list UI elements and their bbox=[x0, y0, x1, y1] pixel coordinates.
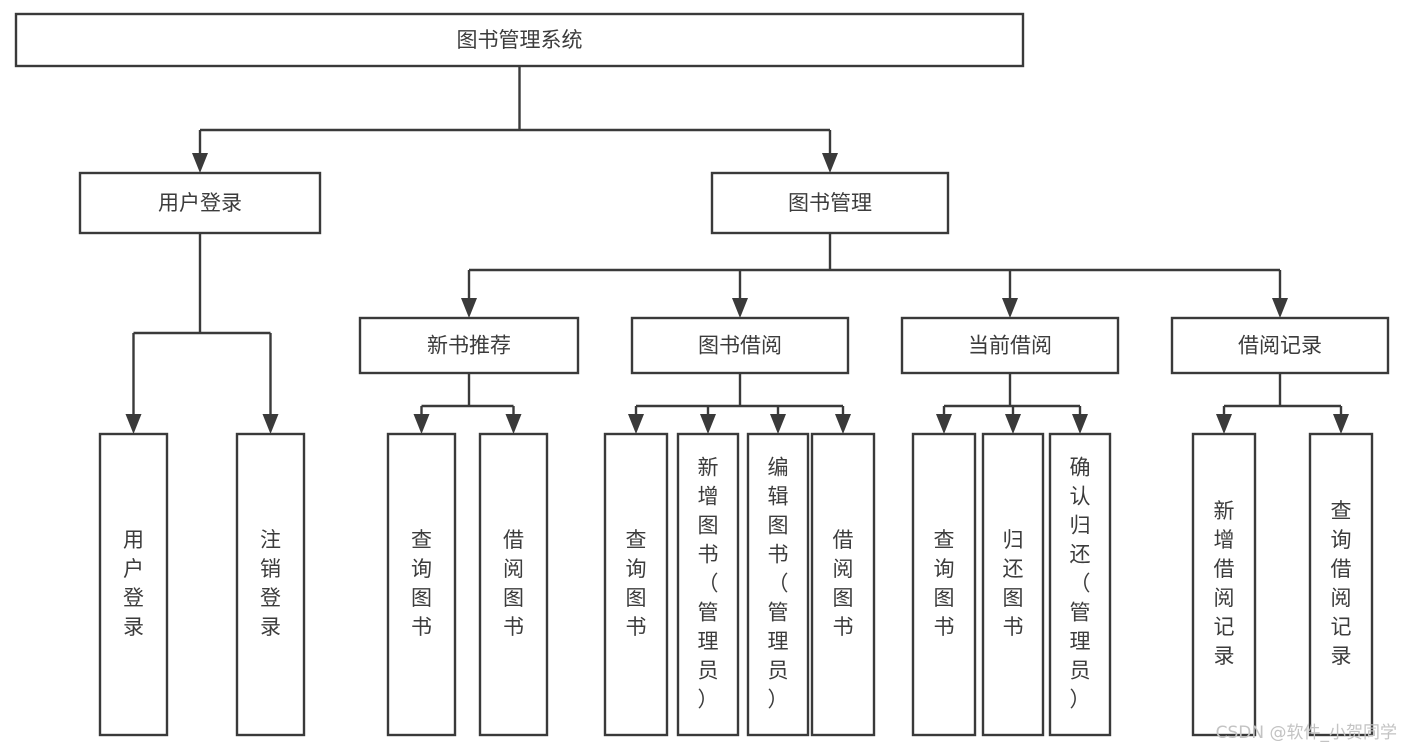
node-box-l-querybook2[interactable] bbox=[603, 432, 669, 737]
node-label-l-addlog: 新增借阅记录 bbox=[1214, 499, 1235, 668]
node-box-l-confirm[interactable] bbox=[1048, 432, 1112, 737]
node-login[interactable]: 用户登录 bbox=[78, 171, 322, 235]
edge-group-g-root bbox=[192, 66, 838, 173]
arrow-head-icon bbox=[413, 414, 430, 434]
arrow-head-icon bbox=[628, 414, 644, 434]
node-label-l-userlogin: 用户登录 bbox=[123, 528, 144, 639]
node-box-newbook[interactable] bbox=[358, 316, 580, 375]
node-l-userlogin[interactable]: 用户登录 bbox=[98, 432, 169, 737]
arrow-head-icon bbox=[1272, 298, 1288, 318]
nodes-layer: 图书管理系统用户登录图书管理新书推荐图书借阅当前借阅借阅记录用户登录注销登录查询… bbox=[14, 12, 1390, 737]
arrow-head-icon bbox=[1072, 414, 1088, 434]
node-label-l-addbook: 新增图书（管理员） bbox=[698, 456, 719, 712]
node-box-l-borrowbook2[interactable] bbox=[810, 432, 876, 737]
arrow-head-icon bbox=[461, 298, 477, 318]
arrow-head-icon bbox=[1333, 414, 1349, 434]
node-root[interactable]: 图书管理系统 bbox=[14, 12, 1025, 68]
arrow-head-icon bbox=[700, 414, 716, 434]
node-label-borrowbook: 图书借阅 bbox=[698, 334, 782, 358]
node-box-l-addbook[interactable] bbox=[676, 432, 740, 737]
node-label-root: 图书管理系统 bbox=[457, 28, 583, 52]
edge-group-g-login bbox=[125, 233, 279, 434]
node-box-login[interactable] bbox=[78, 171, 322, 235]
node-l-logout[interactable]: 注销登录 bbox=[235, 432, 306, 737]
arrow-head-icon bbox=[192, 153, 208, 173]
arrow-head-icon bbox=[1002, 298, 1018, 318]
node-label-l-querylog: 查询借阅记录 bbox=[1331, 499, 1352, 668]
node-label-l-borrowbook1: 借阅图书 bbox=[503, 528, 524, 639]
node-box-l-borrowbook1[interactable] bbox=[478, 432, 549, 737]
arrow-head-icon bbox=[835, 414, 851, 434]
node-newbook[interactable]: 新书推荐 bbox=[358, 316, 580, 375]
edge-group-g-newbook bbox=[413, 373, 522, 434]
node-label-newbook: 新书推荐 bbox=[427, 334, 511, 358]
arrow-head-icon bbox=[732, 298, 748, 318]
node-box-borrowlog[interactable] bbox=[1170, 316, 1390, 375]
node-l-querybook2[interactable]: 查询图书 bbox=[603, 432, 669, 737]
node-box-l-querylog[interactable] bbox=[1308, 432, 1374, 737]
node-label-borrowlog: 借阅记录 bbox=[1238, 334, 1322, 358]
node-label-currentborrow: 当前借阅 bbox=[968, 334, 1052, 358]
edge-group-g-bookmgmt bbox=[461, 233, 1288, 318]
node-l-confirm[interactable]: 确认归还（管理员） bbox=[1048, 432, 1112, 737]
arrow-head-icon bbox=[822, 153, 838, 173]
node-l-querylog[interactable]: 查询借阅记录 bbox=[1308, 432, 1374, 737]
edges-layer bbox=[125, 66, 1349, 434]
node-box-l-querybook1[interactable] bbox=[386, 432, 457, 737]
edge-group-g-borrowbook bbox=[628, 373, 851, 434]
node-label-l-querybook1: 查询图书 bbox=[411, 528, 432, 639]
node-box-bookmgmt[interactable] bbox=[710, 171, 950, 235]
node-box-l-querybook3[interactable] bbox=[911, 432, 977, 737]
edge-group-g-borrowlog bbox=[1216, 373, 1349, 434]
node-l-querybook3[interactable]: 查询图书 bbox=[911, 432, 977, 737]
node-label-l-querybook3: 查询图书 bbox=[934, 528, 955, 639]
arrow-head-icon bbox=[936, 414, 952, 434]
node-label-login: 用户登录 bbox=[158, 191, 242, 215]
node-label-l-querybook2: 查询图书 bbox=[626, 528, 647, 639]
node-l-borrowbook2[interactable]: 借阅图书 bbox=[810, 432, 876, 737]
node-box-root[interactable] bbox=[14, 12, 1025, 68]
node-label-l-editbook: 编辑图书（管理员） bbox=[768, 456, 789, 712]
node-box-l-addlog[interactable] bbox=[1191, 432, 1257, 737]
node-label-bookmgmt: 图书管理 bbox=[788, 191, 872, 215]
node-box-borrowbook[interactable] bbox=[630, 316, 850, 375]
node-label-l-logout: 注销登录 bbox=[260, 528, 281, 639]
node-box-l-userlogin[interactable] bbox=[98, 432, 169, 737]
arrow-head-icon bbox=[125, 414, 142, 434]
node-label-l-confirm: 确认归还（管理员） bbox=[1070, 456, 1091, 712]
node-l-borrowbook1[interactable]: 借阅图书 bbox=[478, 432, 549, 737]
node-l-editbook[interactable]: 编辑图书（管理员） bbox=[746, 432, 810, 737]
node-l-returnbook[interactable]: 归还图书 bbox=[981, 432, 1045, 737]
arrow-head-icon bbox=[262, 414, 279, 434]
node-box-l-editbook[interactable] bbox=[746, 432, 810, 737]
arrow-head-icon bbox=[1216, 414, 1232, 434]
node-box-currentborrow[interactable] bbox=[900, 316, 1120, 375]
node-label-l-returnbook: 归还图书 bbox=[1003, 528, 1024, 639]
node-currentborrow[interactable]: 当前借阅 bbox=[900, 316, 1120, 375]
edge-group-g-currentborrow bbox=[936, 373, 1088, 434]
node-borrowbook[interactable]: 图书借阅 bbox=[630, 316, 850, 375]
arrow-head-icon bbox=[770, 414, 786, 434]
node-l-querybook1[interactable]: 查询图书 bbox=[386, 432, 457, 737]
node-l-addbook[interactable]: 新增图书（管理员） bbox=[676, 432, 740, 737]
node-bookmgmt[interactable]: 图书管理 bbox=[710, 171, 950, 235]
node-box-l-logout[interactable] bbox=[235, 432, 306, 737]
arrow-head-icon bbox=[1005, 414, 1021, 434]
node-label-l-borrowbook2: 借阅图书 bbox=[833, 528, 854, 639]
node-borrowlog[interactable]: 借阅记录 bbox=[1170, 316, 1390, 375]
node-l-addlog[interactable]: 新增借阅记录 bbox=[1191, 432, 1257, 737]
node-box-l-returnbook[interactable] bbox=[981, 432, 1045, 737]
arrow-head-icon bbox=[505, 414, 522, 434]
